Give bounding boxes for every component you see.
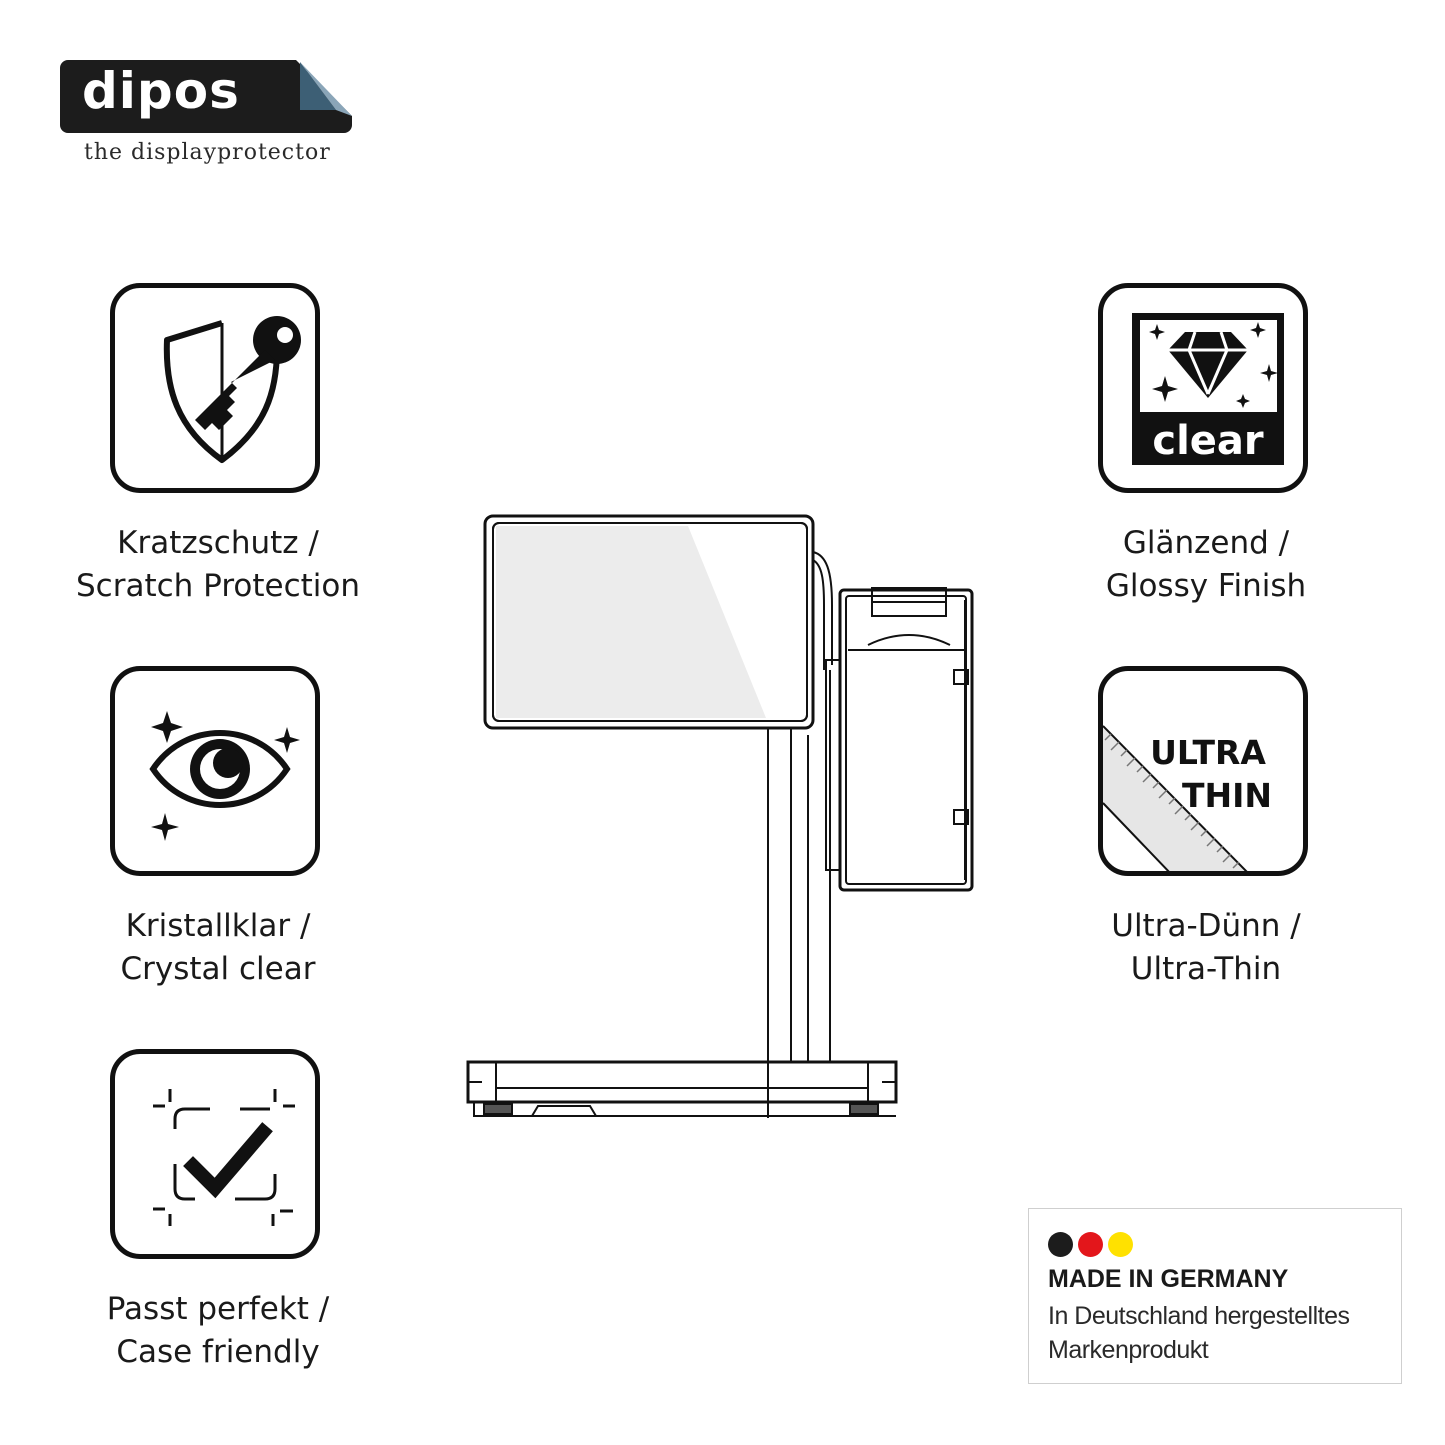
shield-key-icon (163, 316, 301, 463)
glossy-finish-badge: clear (1098, 283, 1308, 493)
feature-label-line-de: Glänzend / (1122, 525, 1290, 561)
thin-badge-text: THIN (1182, 776, 1272, 815)
made-in-title: MADE IN GERMANY (1048, 1265, 1289, 1293)
flag-dot-gold (1108, 1232, 1133, 1257)
flag-dot-red (1078, 1232, 1103, 1257)
feature-label-line-de: Kratzschutz / (117, 525, 319, 561)
device-drawing (466, 514, 974, 1118)
logo-wordmark: dipos (82, 62, 240, 120)
made-in-line: Markenprodukt (1048, 1336, 1209, 1364)
brand-logo: dipos the displayprotector (60, 60, 360, 180)
ultra-thin-badge: ULTRA THIN (1098, 666, 1308, 876)
feature-label-line-en: Scratch Protection (76, 568, 360, 604)
logo-tagline: the displayprotector (84, 140, 331, 165)
flag-dot-black (1048, 1232, 1073, 1257)
feature-label-line-en: Crystal clear (120, 951, 316, 987)
feature-label-line-de: Kristallklar / (125, 908, 311, 944)
feature-label-line-en: Case friendly (116, 1334, 320, 1370)
feature-label-scratch: Kratzschutz / Scratch Protection (38, 522, 398, 608)
case-friendly-badge (110, 1049, 320, 1259)
made-in-subtitle: In Deutschland hergestelltes Markenprodu… (1048, 1299, 1398, 1367)
sparkle-icon (151, 813, 179, 841)
made-in-line: In Deutschland hergestelltes (1048, 1302, 1350, 1330)
feature-label-thin: Ultra-Dünn / Ultra-Thin (1026, 905, 1386, 991)
diamond-clear-icon: clear (1132, 313, 1284, 465)
eye-sparkle-icon (149, 711, 300, 841)
feature-label-case: Passt perfekt / Case friendly (38, 1288, 398, 1374)
feature-label-glossy: Glänzend / Glossy Finish (1026, 522, 1386, 608)
checkmark-frame-icon (153, 1089, 295, 1226)
sparkle-icon (274, 727, 300, 753)
sparkle-icon (151, 711, 183, 743)
logo-badge: dipos (60, 60, 352, 133)
ultra-thin-ruler-icon: ULTRA THIN (1103, 725, 1272, 871)
feature-label-crystal: Kristallklar / Crystal clear (38, 905, 398, 991)
crystal-clear-badge (110, 666, 320, 876)
feature-label-line-en: Glossy Finish (1105, 568, 1307, 604)
feature-label-line-en: Ultra-Thin (1130, 951, 1282, 987)
clear-badge-text: clear (1152, 418, 1264, 464)
logo-page-curl-icon (296, 60, 352, 116)
feature-label-line-de: Passt perfekt / (106, 1291, 330, 1327)
feature-label-line-de: Ultra-Dünn / (1111, 908, 1301, 944)
made-in-germany-badge: MADE IN GERMANY In Deutschland hergestel… (1028, 1208, 1402, 1384)
scratch-protection-badge (110, 283, 320, 493)
ultra-badge-text: ULTRA (1150, 733, 1266, 772)
